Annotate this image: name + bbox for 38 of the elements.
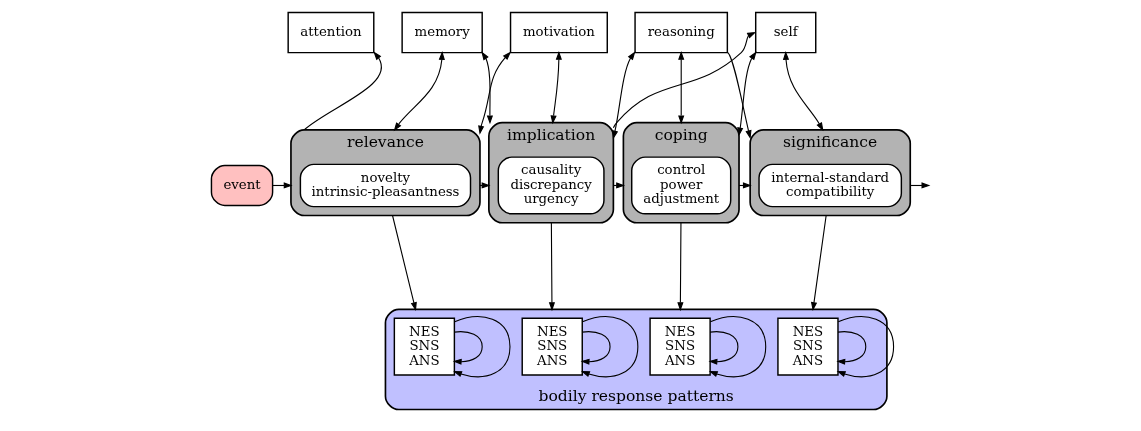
arrow	[782, 50, 824, 132]
arrow	[303, 51, 382, 131]
arrow	[612, 31, 757, 129]
arrow	[550, 50, 562, 125]
arrow	[708, 316, 767, 378]
arrow	[708, 331, 739, 365]
arrow	[612, 51, 636, 140]
node-box: self	[754, 11, 817, 54]
node-box: attention	[287, 11, 375, 54]
arrow	[810, 214, 827, 312]
arrow	[836, 331, 867, 365]
arrow	[481, 51, 493, 125]
node-box: event	[210, 164, 274, 207]
arrow	[727, 52, 752, 140]
node-box: NES SNS ANS	[649, 317, 711, 376]
node-box: internal-standard compatibility	[758, 163, 903, 208]
arrow	[678, 50, 685, 125]
node-box: memory	[401, 11, 483, 54]
arrow	[479, 182, 491, 189]
node-box: causality discrepancy urgency	[497, 156, 605, 215]
arrow	[580, 331, 611, 365]
arrow	[677, 222, 684, 312]
node-box: control power adjustment	[631, 156, 732, 215]
arrow	[548, 222, 556, 312]
node-box: NES SNS ANS	[521, 317, 583, 376]
arrow	[391, 214, 417, 312]
arrow	[452, 331, 483, 365]
node-box: NES SNS ANS	[393, 317, 456, 376]
arrow	[393, 50, 445, 132]
node-box: novelty intrinsic-pleasantness	[299, 163, 472, 208]
node-box: NES SNS ANS	[777, 317, 839, 376]
arrow	[836, 316, 895, 378]
arrow	[737, 51, 757, 137]
node-box: reasoning	[634, 11, 729, 54]
arrow	[580, 316, 639, 378]
arrow	[478, 51, 512, 135]
arrow	[453, 316, 511, 378]
node-box: motivation	[509, 11, 608, 54]
